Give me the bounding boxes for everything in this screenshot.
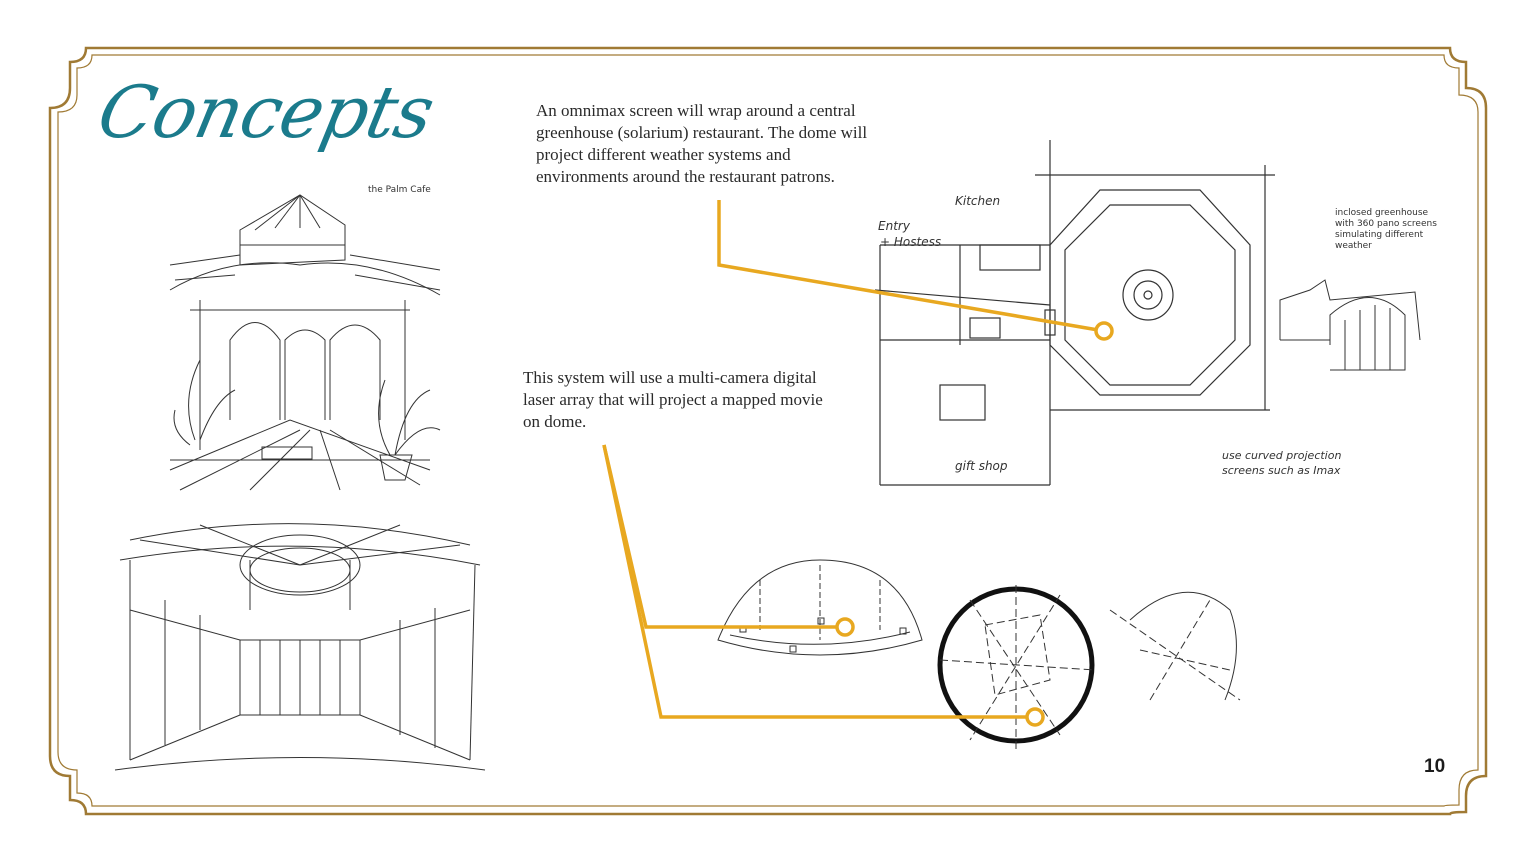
callout-marker [835,617,855,637]
entry-note: Entry [878,219,911,233]
callout-marker [1025,707,1045,727]
omnimax-callout-line [717,200,1105,333]
callout-marker [1094,321,1114,341]
enclosed-greenhouse-note: inclosed greenhouse with 360 pano screen… [1335,208,1437,251]
hostess-note: + Hostess [880,235,941,249]
laser-array-caption: This system will use a multi-camera digi… [523,368,823,431]
laser-callout-line-1 [602,444,845,629]
page-number: 10 [1424,756,1446,777]
laser-callout-line-2 [602,444,1035,719]
kitchen-note: Kitchen [955,194,1000,208]
curved-screens-note: use curved projection screens such as Im… [1222,449,1342,477]
palm-cafe-note: the Palm Cafe [368,185,431,195]
omnimax-caption: An omnimax screen will wrap around a cen… [536,101,868,186]
gift-shop-note: gift shop [955,459,1008,473]
